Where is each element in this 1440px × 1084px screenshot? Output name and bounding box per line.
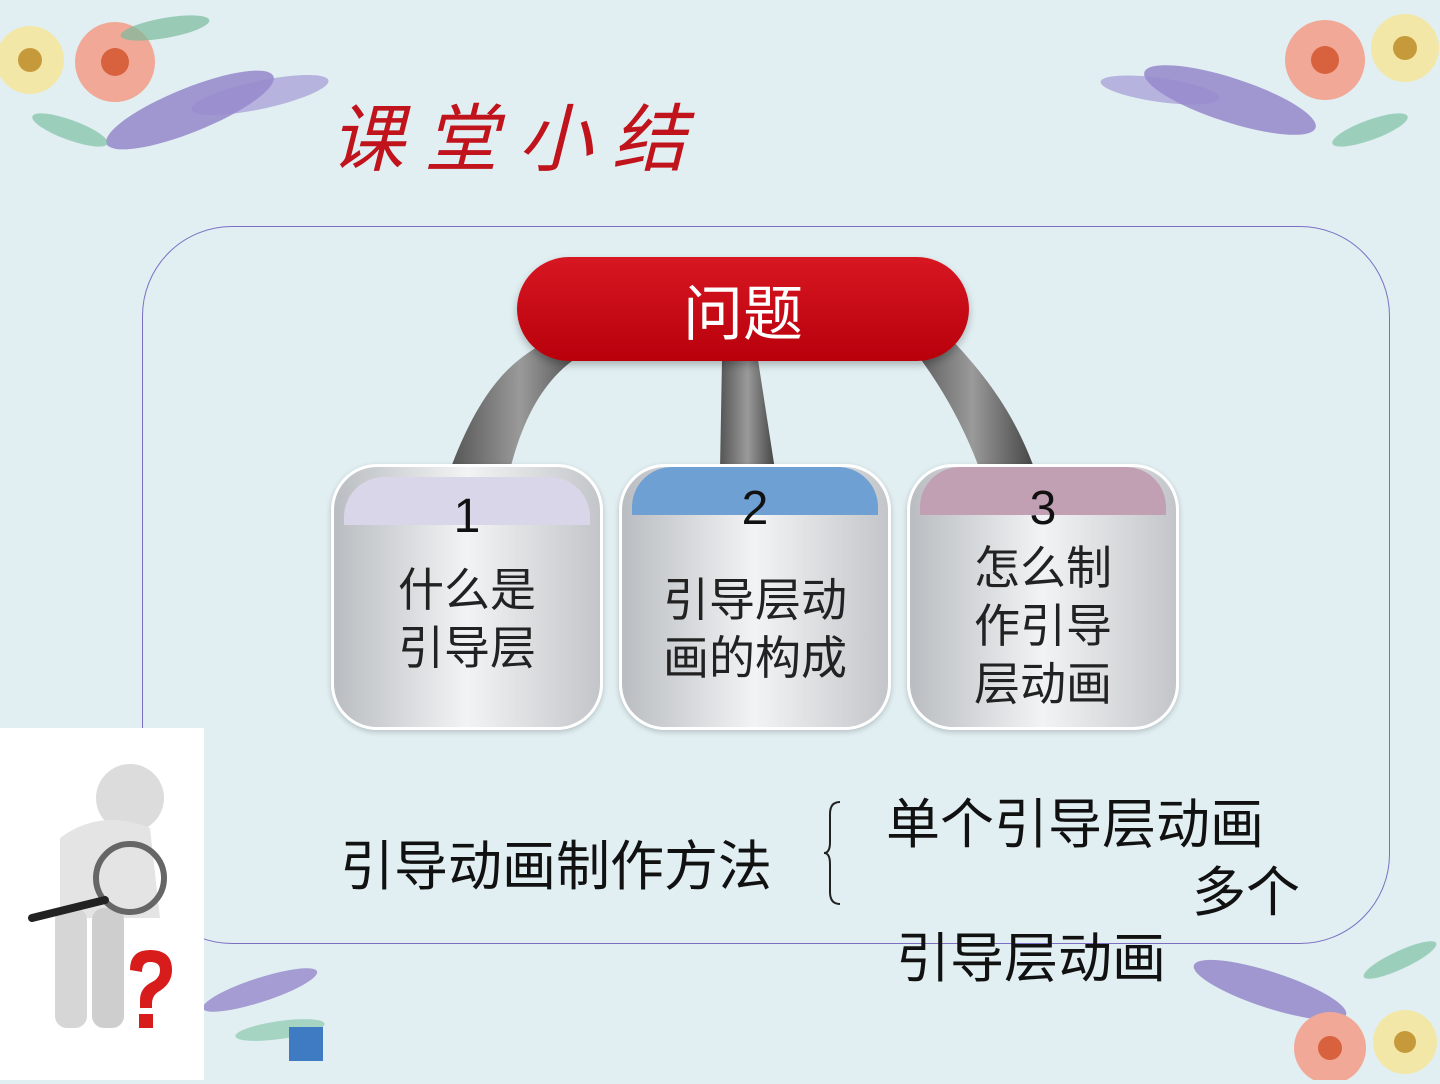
card-cap: [632, 467, 878, 515]
question-card-2: 2 引导层动 画的构成: [619, 464, 891, 730]
option-multi-line1: 多个: [1192, 861, 1300, 924]
flower-decoration-top-right: [1100, 14, 1439, 147]
thinking-figure-image: [0, 728, 204, 1080]
card-text: 什么是 引导层: [398, 563, 536, 675]
content-frame: [142, 226, 1390, 944]
brace-icon: [823, 801, 841, 905]
card-cap: [344, 477, 590, 525]
option-single: 单个引导层动画: [886, 793, 1264, 856]
question-card-3: 3 怎么制 作引导 层动画: [907, 464, 1179, 730]
thinking-figure-magnifier-icon: [28, 764, 167, 1028]
option-multi-line2: 引导层动画: [896, 927, 1166, 990]
topic-pill: 问题: [517, 257, 969, 361]
question-mark-icon: [130, 950, 172, 1028]
connector-lines: [450, 338, 1035, 470]
card-text: 引导层动 画的构成: [663, 573, 847, 685]
method-label: 引导动画制作方法: [340, 835, 772, 898]
slide-title: 课堂小结: [330, 97, 706, 183]
flower-decoration-bottom-right: [1193, 941, 1437, 1080]
flower-decoration-bottom-left: [202, 968, 325, 1041]
square-marker: [289, 1027, 323, 1061]
flower-decoration-top-left: [0, 15, 329, 150]
question-card-1: 1 什么是 引导层: [331, 464, 603, 730]
card-number: 1: [453, 490, 481, 543]
card-cap: [920, 467, 1166, 515]
card-text: 怎么制 作引导 层动画: [974, 541, 1112, 711]
card-number: 3: [1029, 482, 1057, 535]
card-number: 2: [741, 482, 769, 535]
